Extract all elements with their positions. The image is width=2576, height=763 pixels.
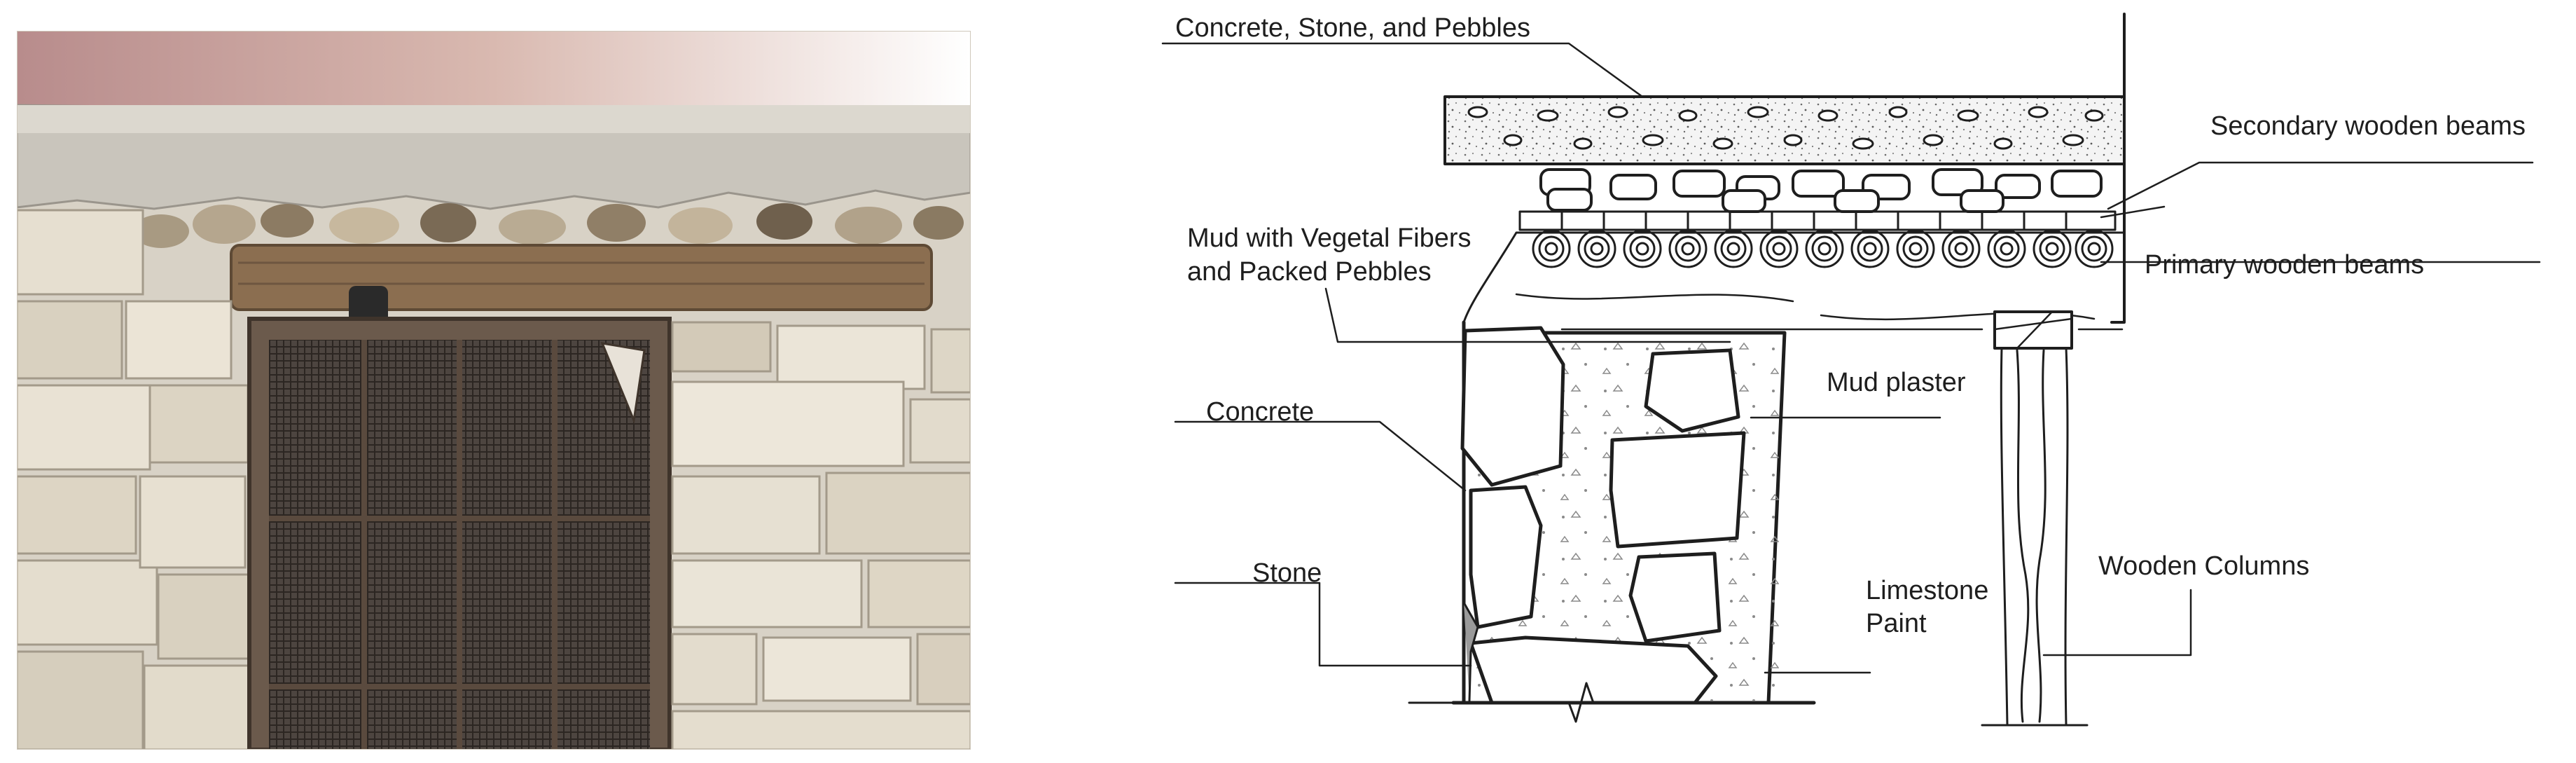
label-stone: Stone bbox=[1252, 558, 1322, 588]
ground-line bbox=[1408, 682, 1808, 723]
label-mud-fibers-line1: Mud with Vegetal Fibers bbox=[1187, 224, 1471, 253]
roof-pebble-layer bbox=[133, 203, 964, 248]
secondary-beam-row bbox=[1518, 210, 2117, 231]
section-drawing bbox=[1161, 13, 2541, 727]
label-primary-beams: Primary wooden beams bbox=[2145, 250, 2424, 280]
left-stone-wall bbox=[17, 209, 251, 750]
label-limestone-line2: Paint bbox=[1866, 609, 1927, 638]
leader-lines bbox=[1161, 42, 2541, 674]
label-wooden-columns: Wooden Columns bbox=[2098, 551, 2309, 581]
ceiling-line bbox=[1462, 231, 2126, 324]
wall-stones bbox=[1460, 326, 1746, 705]
label-mud-plaster: Mud plaster bbox=[1827, 368, 1966, 397]
slab-pebbles bbox=[1467, 106, 2104, 150]
concrete-edge bbox=[1462, 601, 1479, 702]
wall-photo bbox=[17, 31, 971, 750]
beam-connector bbox=[1993, 310, 2073, 350]
drawing-labels: Concrete, Stone, and Pebbles Secondary w… bbox=[1175, 13, 2526, 638]
packed-pebble-layer bbox=[1539, 168, 2103, 213]
primary-beam-row bbox=[1532, 229, 2114, 268]
roof-top-surface bbox=[17, 105, 971, 133]
label-limestone-line1: Limestone bbox=[1866, 576, 1988, 605]
label-roof-top: Concrete, Stone, and Pebbles bbox=[1175, 13, 1530, 43]
label-mud-fibers-line2: and Packed Pebbles bbox=[1187, 257, 1432, 287]
label-concrete: Concrete bbox=[1206, 397, 1314, 427]
label-secondary-beams: Secondary wooden beams bbox=[2210, 111, 2526, 141]
concrete-slab bbox=[1443, 95, 2126, 165]
wooden-lintel bbox=[230, 244, 933, 311]
right-stone-wall bbox=[671, 321, 971, 750]
right-post-frame bbox=[2110, 13, 2126, 324]
wooden-door bbox=[247, 317, 672, 750]
wooden-column bbox=[2000, 347, 2069, 727]
